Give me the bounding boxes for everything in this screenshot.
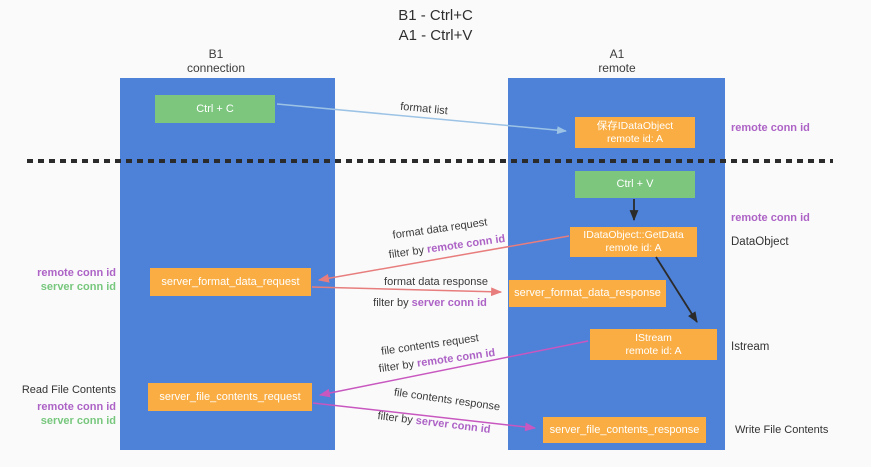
server-format-data-response-label: server_format_data_response xyxy=(514,287,661,299)
filter-by-text-4: filter by xyxy=(376,410,414,427)
saved-dataobject-line2: remote id: A xyxy=(606,132,663,145)
server-format-data-request-label: server_format_data_request xyxy=(161,275,300,288)
annotation-dataobject: DataObject xyxy=(731,236,789,248)
annotation-server-conn-id-left-2: server conn id xyxy=(40,415,116,427)
annotation-remote-conn-id-left-2: remote conn id xyxy=(37,401,116,413)
istream-line2: remote id: A xyxy=(625,344,682,357)
annotation-read-file-contents: Read File Contents xyxy=(21,384,116,396)
filter-remote-conn-id-1: remote conn id xyxy=(426,232,506,256)
edge-label-filter-server-2: filter by server conn id xyxy=(377,410,491,436)
saved-dataobject-label: 保存IDataObject remote id: A xyxy=(597,120,673,146)
filter-by-text-3: filter by xyxy=(378,358,415,376)
server-format-data-request-box: server_format_data_request xyxy=(150,268,311,296)
server-file-contents-response-box: server_file_contents_response xyxy=(543,417,706,443)
annotation-server-conn-id-left-1: server conn id xyxy=(40,281,116,293)
lifeline-b1-name: B1 xyxy=(208,47,224,61)
filter-by-text-2: filter by xyxy=(373,297,409,309)
lifeline-header-b1: B1 connection xyxy=(146,47,286,75)
ctrl-c-label: Ctrl + C xyxy=(196,102,234,115)
istream-box: IStream remote id: A xyxy=(590,329,717,360)
annotation-conn-ids-format: remote conn id server conn id xyxy=(18,266,116,294)
session-divider-line xyxy=(27,159,833,163)
server-file-contents-response-label: server_file_contents_response xyxy=(549,423,700,436)
getdata-line1: IDataObject::GetData xyxy=(583,229,684,241)
title-line-1: B1 - Ctrl+C xyxy=(398,7,473,24)
annotation-remote-conn-id-left-1: remote conn id xyxy=(37,267,116,279)
server-file-contents-request-label: server_file_contents_request xyxy=(159,390,301,403)
annotation-remote-conn-id-2: remote conn id xyxy=(731,212,810,224)
ctrl-v-label: Ctrl + V xyxy=(616,178,654,190)
ctrl-c-box: Ctrl + C xyxy=(155,95,275,123)
title-line-2: A1 - Ctrl+V xyxy=(398,27,473,44)
saved-dataobject-box: 保存IDataObject remote id: A xyxy=(575,117,695,148)
annotation-write-file-contents: Write File Contents xyxy=(735,424,829,436)
edge-label-format-data-response: format data response xyxy=(384,276,488,288)
lifeline-a1-name: A1 xyxy=(609,47,625,61)
idataobject-getdata-box: IDataObject::GetData remote id: A xyxy=(570,227,697,257)
istream-line1: IStream xyxy=(635,331,672,344)
getdata-line2: remote id: A xyxy=(605,242,662,254)
diagram-title: B1 - Ctrl+C A1 - Ctrl+V xyxy=(0,6,871,46)
annotation-istream: Istream xyxy=(731,341,770,353)
ctrl-v-box: Ctrl + V xyxy=(575,171,695,198)
filter-server-conn-id-1: server conn id xyxy=(411,297,487,309)
filter-by-text-1: filter by xyxy=(388,244,425,262)
edge-label-file-contents-response: file contents response xyxy=(393,386,501,414)
istream-label: IStream remote id: A xyxy=(625,332,681,358)
server-format-data-response-box: server_format_data_response xyxy=(509,280,666,307)
filter-server-conn-id-2: server conn id xyxy=(415,414,492,436)
saved-dataobject-line1: 保存IDataObject xyxy=(596,119,674,132)
server-file-contents-request-box: server_file_contents_request xyxy=(148,383,312,411)
edge-label-filter-server-1: filter by server conn id xyxy=(373,297,487,309)
lifeline-b1-role: connection xyxy=(186,61,246,75)
annotation-remote-conn-id-1: remote conn id xyxy=(731,122,810,134)
edge-label-format-list: format list xyxy=(399,100,449,118)
lifeline-a1-role: remote xyxy=(598,61,636,75)
annotation-read-file-contents-group: Read File Contents remote conn id server… xyxy=(18,383,116,428)
lifeline-header-a1: A1 remote xyxy=(547,47,687,75)
idataobject-getdata-label: IDataObject::GetData remote id: A xyxy=(583,229,683,255)
